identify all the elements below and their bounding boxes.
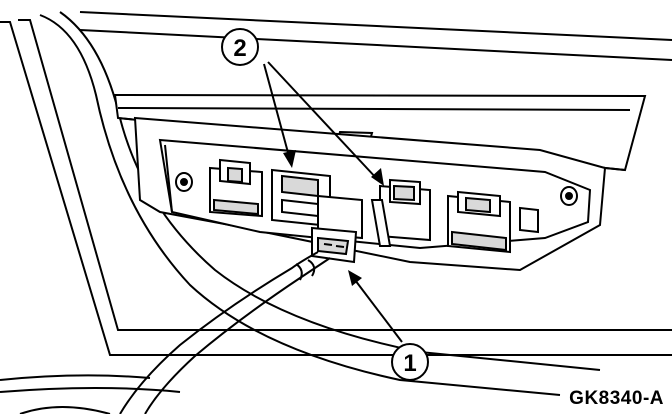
- figure-id: GK8340-A: [569, 388, 664, 409]
- callout-1: 1: [391, 343, 429, 381]
- wire-harness: [119, 251, 331, 414]
- callout-2-label: 2: [233, 35, 246, 62]
- callout-2: 2: [221, 28, 259, 66]
- arrowheads: [283, 150, 384, 286]
- leader-lines: [263, 61, 403, 343]
- panel-outline: [0, 11, 672, 414]
- connector-plug: [311, 194, 363, 264]
- callout-1-label: 1: [403, 350, 416, 377]
